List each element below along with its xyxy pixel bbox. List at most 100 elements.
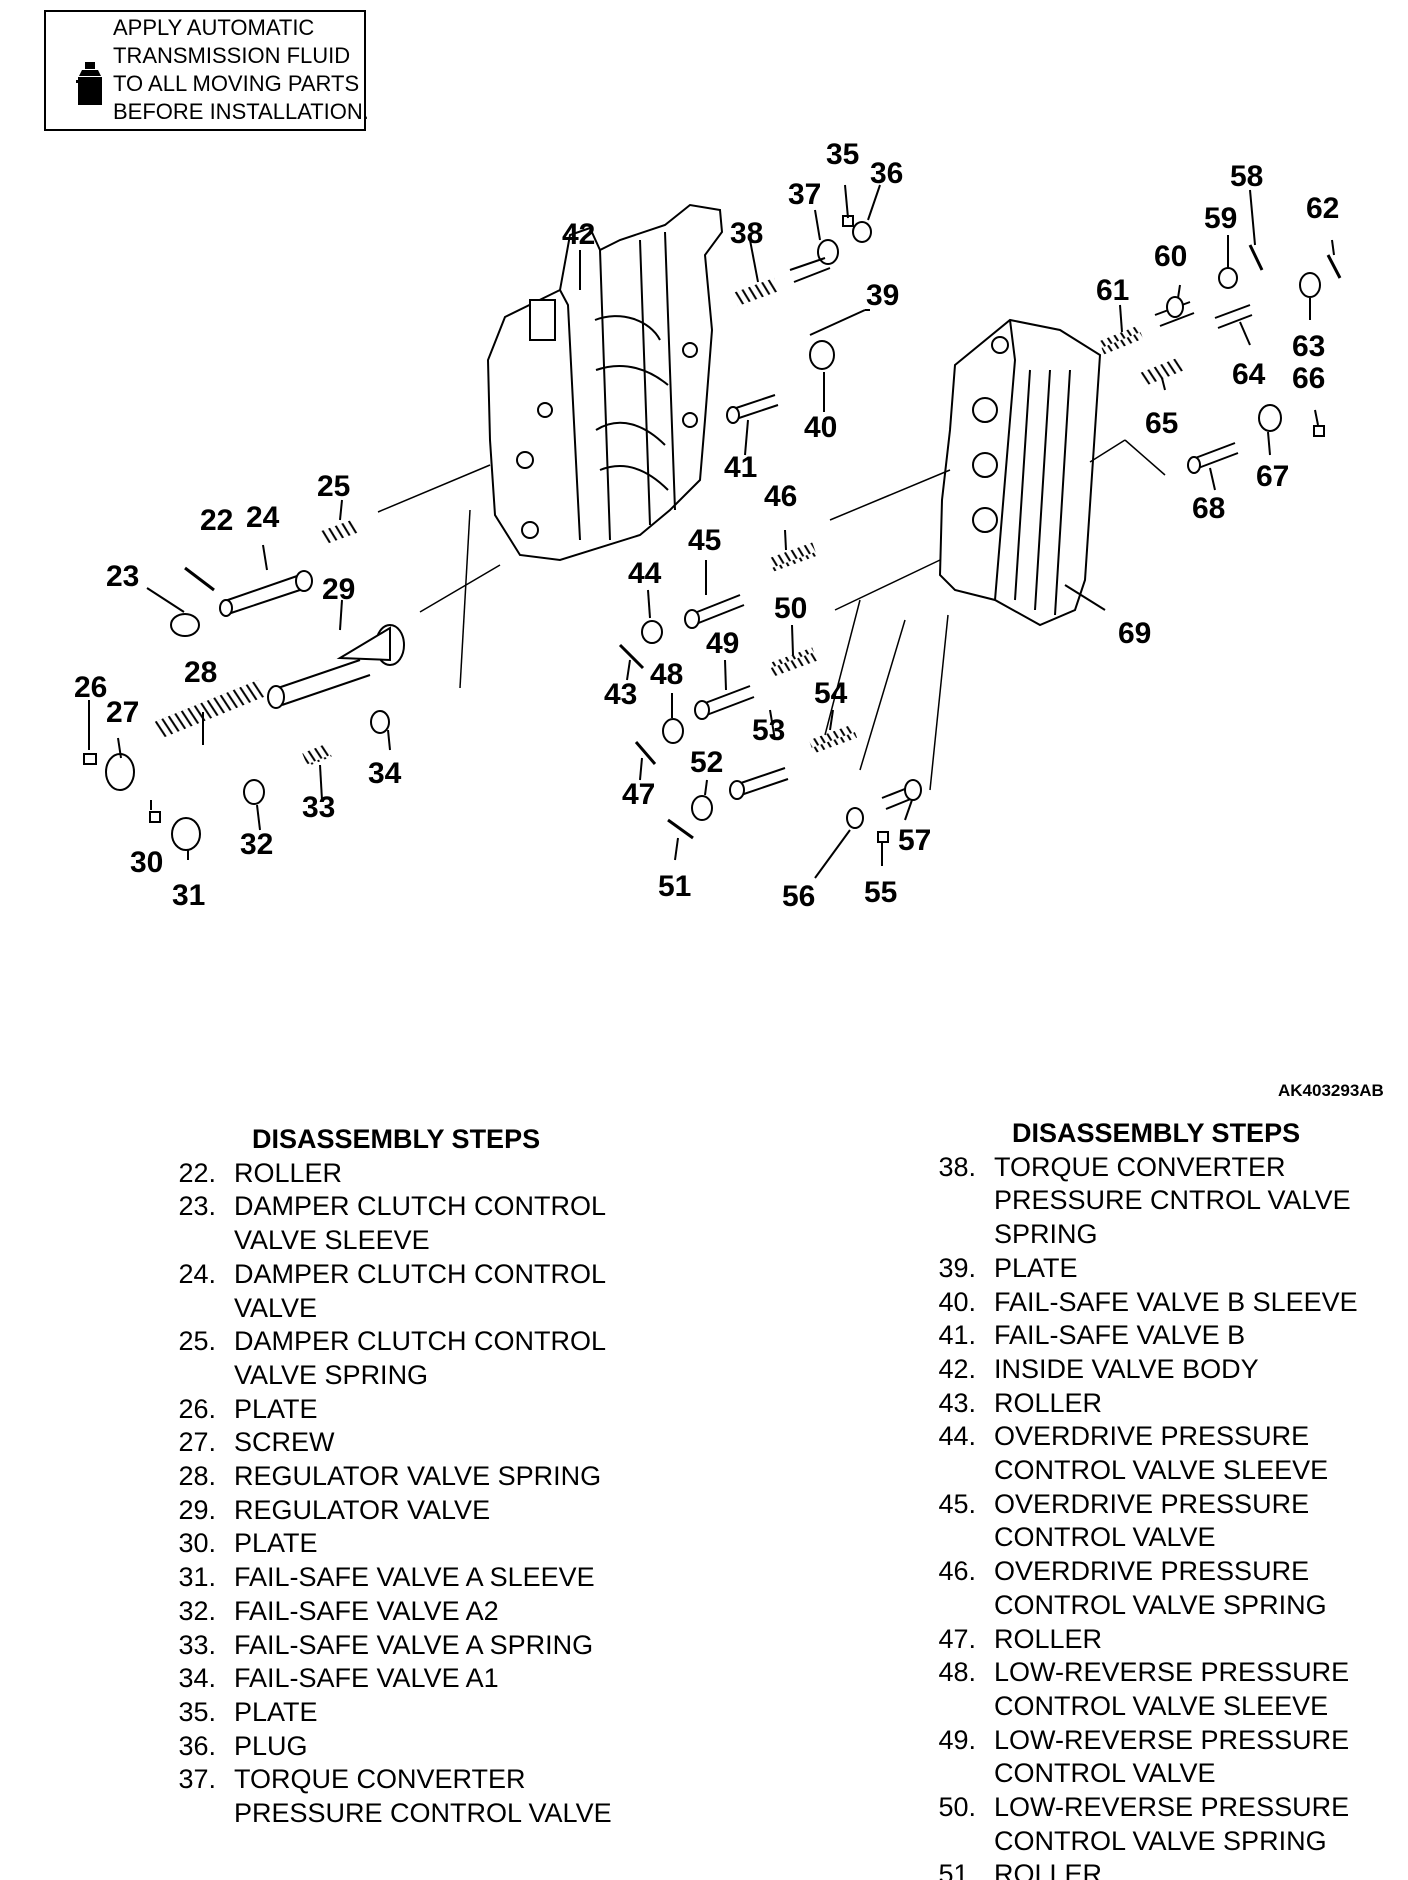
callout-59: 59 <box>1204 202 1237 235</box>
callout-45: 45 <box>688 524 721 557</box>
disassembly-steps-left: DISASSEMBLY STEPS 22.ROLLER 23.DAMPER CL… <box>178 1123 708 1831</box>
step-number: 43. <box>938 1387 976 1418</box>
step-text: PLATE <box>234 1696 318 1727</box>
step-number: 37. <box>178 1764 216 1795</box>
outside-valve-body <box>938 318 1102 627</box>
step-number: 45. <box>938 1488 976 1519</box>
step-item: 45. OVERDRIVE PRESSURE CONTROL VALVE <box>938 1488 1408 1555</box>
step-number: 26. <box>178 1393 216 1424</box>
callout-58: 58 <box>1230 160 1263 193</box>
callout-23: 23 <box>106 560 139 593</box>
step-item: 51.ROLLER <box>938 1858 1408 1880</box>
step-item: 22. ROLLER <box>178 1157 708 1191</box>
step-text: OVERDRIVE PRESSURE CONTROL VALVE SLEEVE <box>994 1421 1329 1486</box>
step-number: 41. <box>938 1320 976 1351</box>
step-text: FAIL-SAFE VALVE A2 <box>234 1595 499 1626</box>
step-number: 35. <box>178 1696 216 1727</box>
callout-54: 54 <box>814 677 848 710</box>
callout-63: 63 <box>1292 330 1325 363</box>
step-text: FAIL-SAFE VALVE B <box>994 1320 1246 1351</box>
callout-67: 67 <box>1256 460 1289 493</box>
callout-25: 25 <box>317 470 350 503</box>
step-number: 28. <box>178 1461 216 1492</box>
note-line: BEFORE INSTALLATION. <box>113 99 369 124</box>
note-box: APPLY AUTOMATIC TRANSMISSION FLUID TO AL… <box>44 10 369 131</box>
callout-40: 40 <box>804 411 837 444</box>
step-text: LOW-REVERSE PRESSURE CONTROL VALVE SLEEV… <box>994 1657 1350 1721</box>
step-item: 47.ROLLER <box>938 1623 1408 1657</box>
step-item: 37.TORQUE CONVERTER PRESSURE CONTROL VAL… <box>178 1763 708 1830</box>
step-number: 40. <box>938 1286 976 1317</box>
step-number: 49. <box>938 1724 976 1755</box>
step-item: 24.DAMPER CLUTCH CONTROL VALVE <box>178 1258 708 1325</box>
step-text: PLATE <box>994 1252 1078 1283</box>
step-text: TORQUE CONVERTER PRESSURE CNTROL VALVE S… <box>994 1151 1351 1250</box>
step-item: 40. FAIL-SAFE VALVE B SLEEVE <box>938 1286 1408 1320</box>
callout-43: 43 <box>604 678 637 711</box>
step-item: 46.OVERDRIVE PRESSURE CONTROL VALVE SPRI… <box>938 1555 1408 1622</box>
callout-22: 22 <box>200 504 233 537</box>
callout-61: 61 <box>1096 274 1129 307</box>
step-number: 27. <box>178 1427 216 1458</box>
disassembly-steps-right: DISASSEMBLY STEPS 38.TORQUE CONVERTER PR… <box>938 1117 1408 1880</box>
callout-50: 50 <box>774 592 807 625</box>
step-text: DAMPER CLUTCH CONTROL VALVE SPRING <box>234 1326 607 1390</box>
step-item: 29.REGULATOR VALVE <box>178 1494 708 1528</box>
callout-38: 38 <box>730 217 763 250</box>
step-item: 31.FAIL-SAFE VALVE A SLEEVE <box>178 1561 708 1595</box>
step-text: SCREW <box>234 1427 335 1458</box>
step-item: 30.PLATE <box>178 1527 708 1561</box>
callout-30: 30 <box>130 846 163 879</box>
step-text: LOW-REVERSE PRESSURE CONTROL VALVE SPRIN… <box>994 1792 1350 1856</box>
step-item: 43.ROLLER <box>938 1387 1408 1421</box>
step-item: 26. PLATE <box>178 1393 708 1427</box>
step-number: 25. <box>178 1326 216 1357</box>
step-item: 33.FAIL-SAFE VALVE A SPRING <box>178 1629 708 1663</box>
callout-37: 37 <box>788 178 821 211</box>
step-number: 30. <box>178 1528 216 1559</box>
exploded-view-diagram: 22 23 24 25 26 27 28 29 30 31 32 33 34 3… <box>74 138 1342 913</box>
step-number: 36. <box>178 1730 216 1761</box>
step-item: 50.LOW-REVERSE PRESSURE CONTROL VALVE SP… <box>938 1791 1408 1858</box>
callout-52: 52 <box>690 746 723 779</box>
callout-64: 64 <box>1232 358 1266 391</box>
callout-31: 31 <box>172 879 205 912</box>
step-text: OVERDRIVE PRESSURE CONTROL VALVE <box>994 1488 1310 1553</box>
step-item: 28. REGULATOR VALVE SPRING <box>178 1460 708 1494</box>
callout-53: 53 <box>752 714 785 747</box>
callout-46: 46 <box>764 480 797 513</box>
step-text: PLATE <box>234 1393 318 1424</box>
step-number: 39. <box>938 1252 976 1283</box>
step-item: 23.DAMPER CLUTCH CONTROL VALVE SLEEVE <box>178 1190 708 1257</box>
step-text: LOW-REVERSE PRESSURE CONTROL VALVE <box>994 1724 1350 1789</box>
callout-33: 33 <box>302 791 335 824</box>
callout-32: 32 <box>240 828 273 861</box>
callout-68: 68 <box>1192 492 1225 525</box>
note-line: TRANSMISSION FLUID <box>113 43 351 68</box>
step-item: 49. LOW-REVERSE PRESSURE CONTROL VALVE <box>938 1724 1408 1791</box>
callout-29: 29 <box>322 573 355 606</box>
callout-60: 60 <box>1154 240 1187 273</box>
step-text: ROLLER <box>994 1623 1103 1654</box>
step-text: ROLLER <box>234 1157 343 1188</box>
step-number: 24. <box>178 1258 216 1289</box>
callout-41: 41 <box>724 451 757 484</box>
step-number: 22. <box>178 1157 216 1188</box>
step-item: 34.FAIL-SAFE VALVE A1 <box>178 1662 708 1696</box>
callout-27: 27 <box>106 696 139 729</box>
step-number: 44. <box>938 1421 976 1452</box>
step-text: REGULATOR VALVE SPRING <box>234 1461 602 1492</box>
step-item: 38.TORQUE CONVERTER PRESSURE CNTROL VALV… <box>938 1151 1408 1252</box>
step-number: 42. <box>938 1353 976 1384</box>
callout-65: 65 <box>1145 407 1178 440</box>
step-text: DAMPER CLUTCH CONTROL VALVE SLEEVE <box>234 1191 607 1256</box>
callout-51: 51 <box>658 870 691 903</box>
step-item: 42.INSIDE VALVE BODY <box>938 1353 1408 1387</box>
step-item: 48.LOW-REVERSE PRESSURE CONTROL VALVE SL… <box>938 1656 1408 1723</box>
step-text: FAIL-SAFE VALVE B SLEEVE <box>994 1286 1358 1317</box>
callout-28: 28 <box>184 656 217 689</box>
callout-39: 39 <box>866 279 899 312</box>
callout-66: 66 <box>1292 362 1325 395</box>
callout-55: 55 <box>864 876 897 909</box>
callout-34: 34 <box>368 757 402 790</box>
